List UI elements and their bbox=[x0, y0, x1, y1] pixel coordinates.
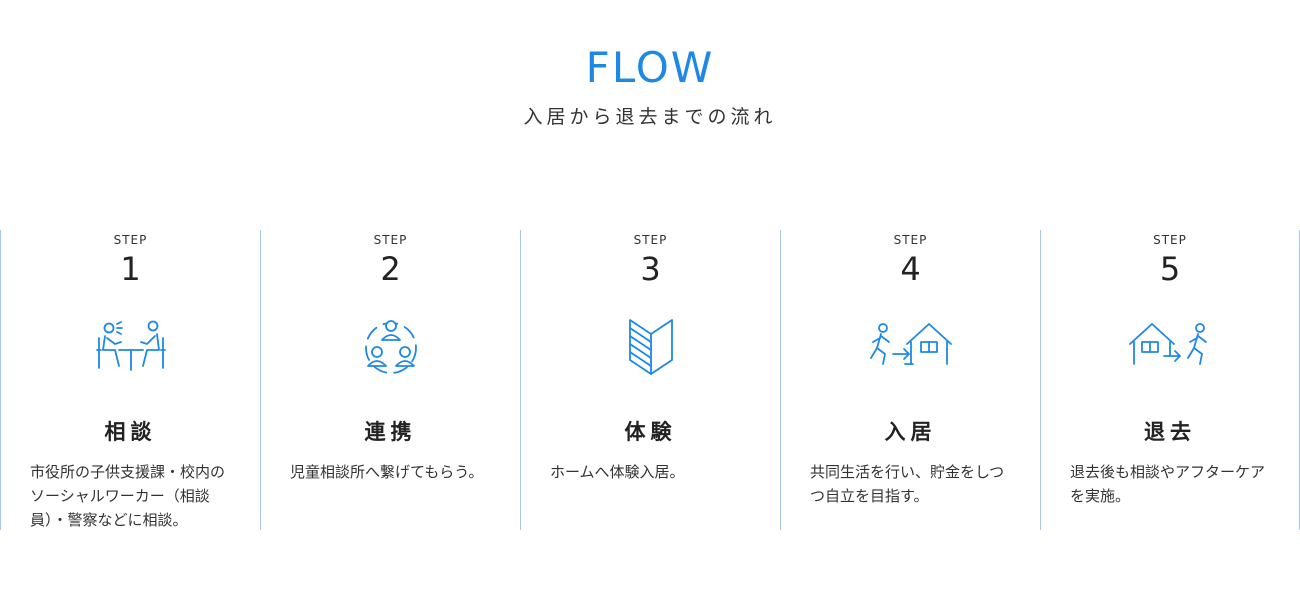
step-title: 入居 bbox=[884, 420, 937, 444]
move-in-icon bbox=[861, 314, 961, 378]
step-4: STEP 4 入居 共同生活を行い、貯金をしつつ自立を目指す。 bbox=[780, 230, 1040, 530]
step-label: STEP bbox=[1153, 233, 1187, 247]
step-description: 退去後も相談やアフターケアを実施。 bbox=[1070, 463, 1266, 505]
step-label: STEP bbox=[633, 233, 668, 247]
step-description: ホームへ体験入居。 bbox=[550, 463, 685, 481]
step-label: STEP bbox=[893, 233, 928, 247]
trial-stay-icon bbox=[601, 314, 701, 378]
step-label: STEP bbox=[113, 233, 148, 247]
step-description: 児童相談所へ繋げてもらう。 bbox=[290, 463, 484, 481]
step-5: STEP 5 退去 退去後も相談やアフターケアを実施。 bbox=[1040, 230, 1300, 530]
step-number: 1 bbox=[120, 250, 141, 288]
step-title: 連携 bbox=[364, 420, 417, 444]
collaboration-icon bbox=[341, 314, 441, 378]
section-subtitle: 入居から退去までの流れ bbox=[523, 106, 777, 128]
step-description: 市役所の子供支援課・校内のソーシャルワーカー（相談員）・警察などに相談。 bbox=[30, 463, 226, 529]
step-2: STEP 2 連携 児童相談所へ繋げてもらう。 bbox=[260, 230, 520, 530]
section-heading: FLOW 入居から退去までの流れ bbox=[0, 44, 1300, 130]
consultation-icon bbox=[81, 314, 181, 378]
step-description: 共同生活を行い、貯金をしつつ自立を目指す。 bbox=[810, 463, 1005, 505]
step-title: 相談 bbox=[104, 420, 157, 444]
step-label: STEP bbox=[373, 233, 408, 247]
step-number: 2 bbox=[380, 250, 401, 288]
step-title: 体験 bbox=[624, 420, 677, 444]
move-out-icon bbox=[1120, 314, 1220, 378]
step-title: 退去 bbox=[1144, 420, 1196, 444]
step-number: 3 bbox=[640, 250, 661, 288]
step-1: STEP 1 相談 市役所の子供支援課・校内のソーシャルワーカー（相談員）・ bbox=[0, 230, 260, 530]
step-3: STEP 3 体験 ホームへ体験入居。 bbox=[520, 230, 780, 530]
step-number: 5 bbox=[1159, 250, 1181, 288]
step-number: 4 bbox=[900, 250, 921, 288]
section-title: FLOW bbox=[585, 43, 715, 92]
flow-steps: STEP 1 相談 市役所の子供支援課・校内のソーシャルワーカー（相談員）・ bbox=[0, 230, 1300, 530]
